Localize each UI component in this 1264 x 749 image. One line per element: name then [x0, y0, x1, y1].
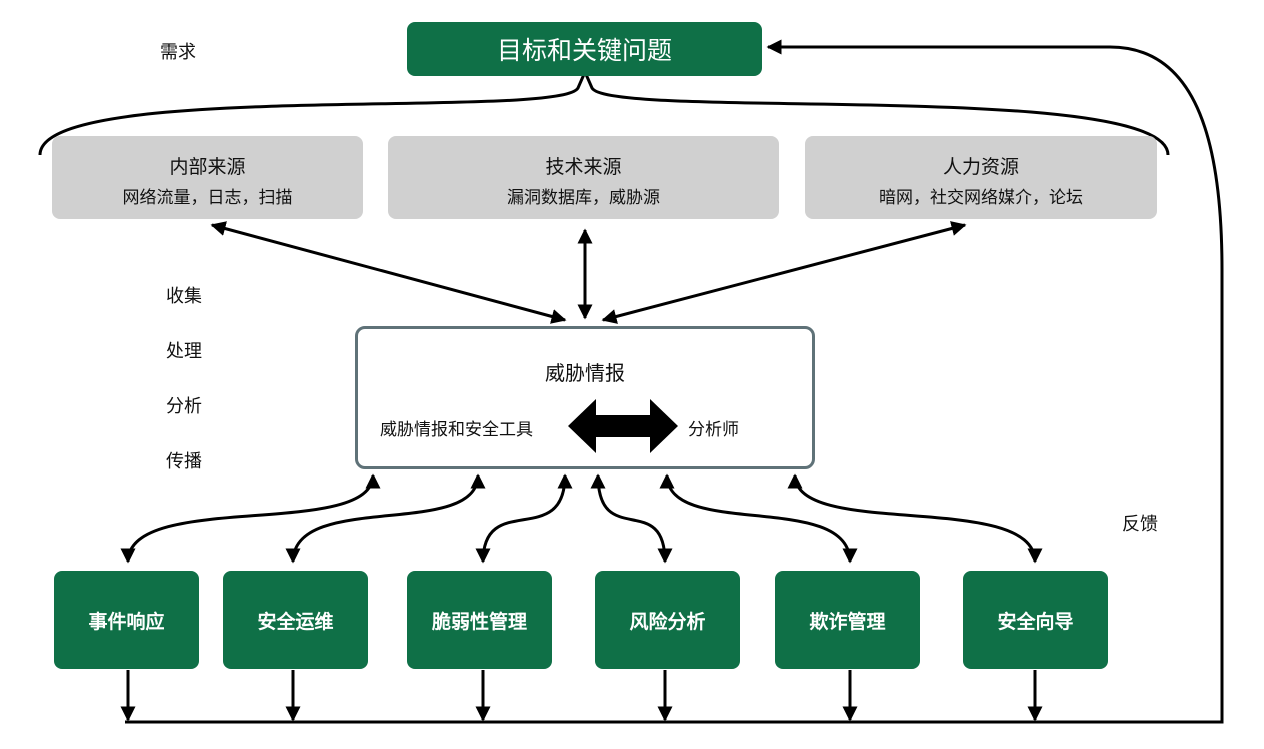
app-fraud-management-label: 欺诈管理 — [809, 610, 886, 633]
app-security-guidance-label: 安全向导 — [997, 610, 1074, 633]
arrow-internal-center — [210, 221, 567, 324]
app-incident-response-label: 事件响应 — [88, 610, 165, 633]
process-label-collect: 收集 — [166, 286, 202, 307]
goal-box: 目标和关键问题 — [407, 22, 762, 76]
app-security-ops-label: 安全运维 — [257, 610, 334, 633]
app-risk-analysis: 风险分析 — [595, 571, 740, 669]
arrow-center-app3 — [475, 473, 573, 564]
source-internal: 内部来源 网络流量，日志，扫描 — [52, 136, 363, 219]
threat-intel-tools-label: 威胁情报和安全工具 — [380, 420, 533, 440]
arrow-center-app6 — [787, 473, 1043, 564]
app-vuln-management-label: 脆弱性管理 — [431, 610, 527, 633]
arrow-human-center — [601, 221, 967, 324]
process-label-disseminate: 传播 — [166, 451, 202, 472]
source-human: 人力资源 暗网，社交网络媒介，论坛 — [805, 136, 1157, 219]
feedback-loop — [125, 39, 1224, 724]
source-human-title: 人力资源 — [942, 156, 1019, 178]
source-technical-title: 技术来源 — [545, 156, 622, 178]
source-technical: 技术来源 漏洞数据库，威胁源 — [388, 136, 779, 219]
requirement-label: 需求 — [160, 42, 196, 63]
source-human-subtitle: 暗网，社交网络媒介，论坛 — [879, 188, 1083, 208]
feedback-label: 反馈 — [1122, 514, 1158, 535]
app-fraud-management: 欺诈管理 — [775, 571, 920, 669]
arrow-center-app1 — [120, 473, 381, 564]
goal-box-label: 目标和关键问题 — [496, 36, 672, 65]
threat-intel-box: 威胁情报 威胁情报和安全工具 分析师 — [355, 326, 815, 469]
app-security-ops: 安全运维 — [223, 571, 368, 669]
threat-intel-title: 威胁情报 — [545, 361, 625, 385]
arrow-center-app2 — [285, 473, 486, 564]
process-label-analyze: 分析 — [166, 396, 202, 417]
arrow-center-app5 — [659, 473, 858, 564]
source-internal-title: 内部来源 — [169, 156, 246, 178]
double-arrow-icon — [568, 399, 678, 453]
app-incident-response: 事件响应 — [54, 571, 199, 669]
source-internal-subtitle: 网络流量，日志，扫描 — [122, 188, 293, 208]
app-security-guidance: 安全向导 — [963, 571, 1108, 669]
app-vuln-management: 脆弱性管理 — [407, 571, 552, 669]
process-label-process: 处理 — [166, 341, 202, 362]
arrow-center-app4 — [590, 473, 673, 564]
app-risk-analysis-label: 风险分析 — [629, 610, 706, 633]
threat-intel-analyst-label: 分析师 — [688, 420, 739, 440]
source-technical-subtitle: 漏洞数据库，威胁源 — [507, 188, 660, 208]
